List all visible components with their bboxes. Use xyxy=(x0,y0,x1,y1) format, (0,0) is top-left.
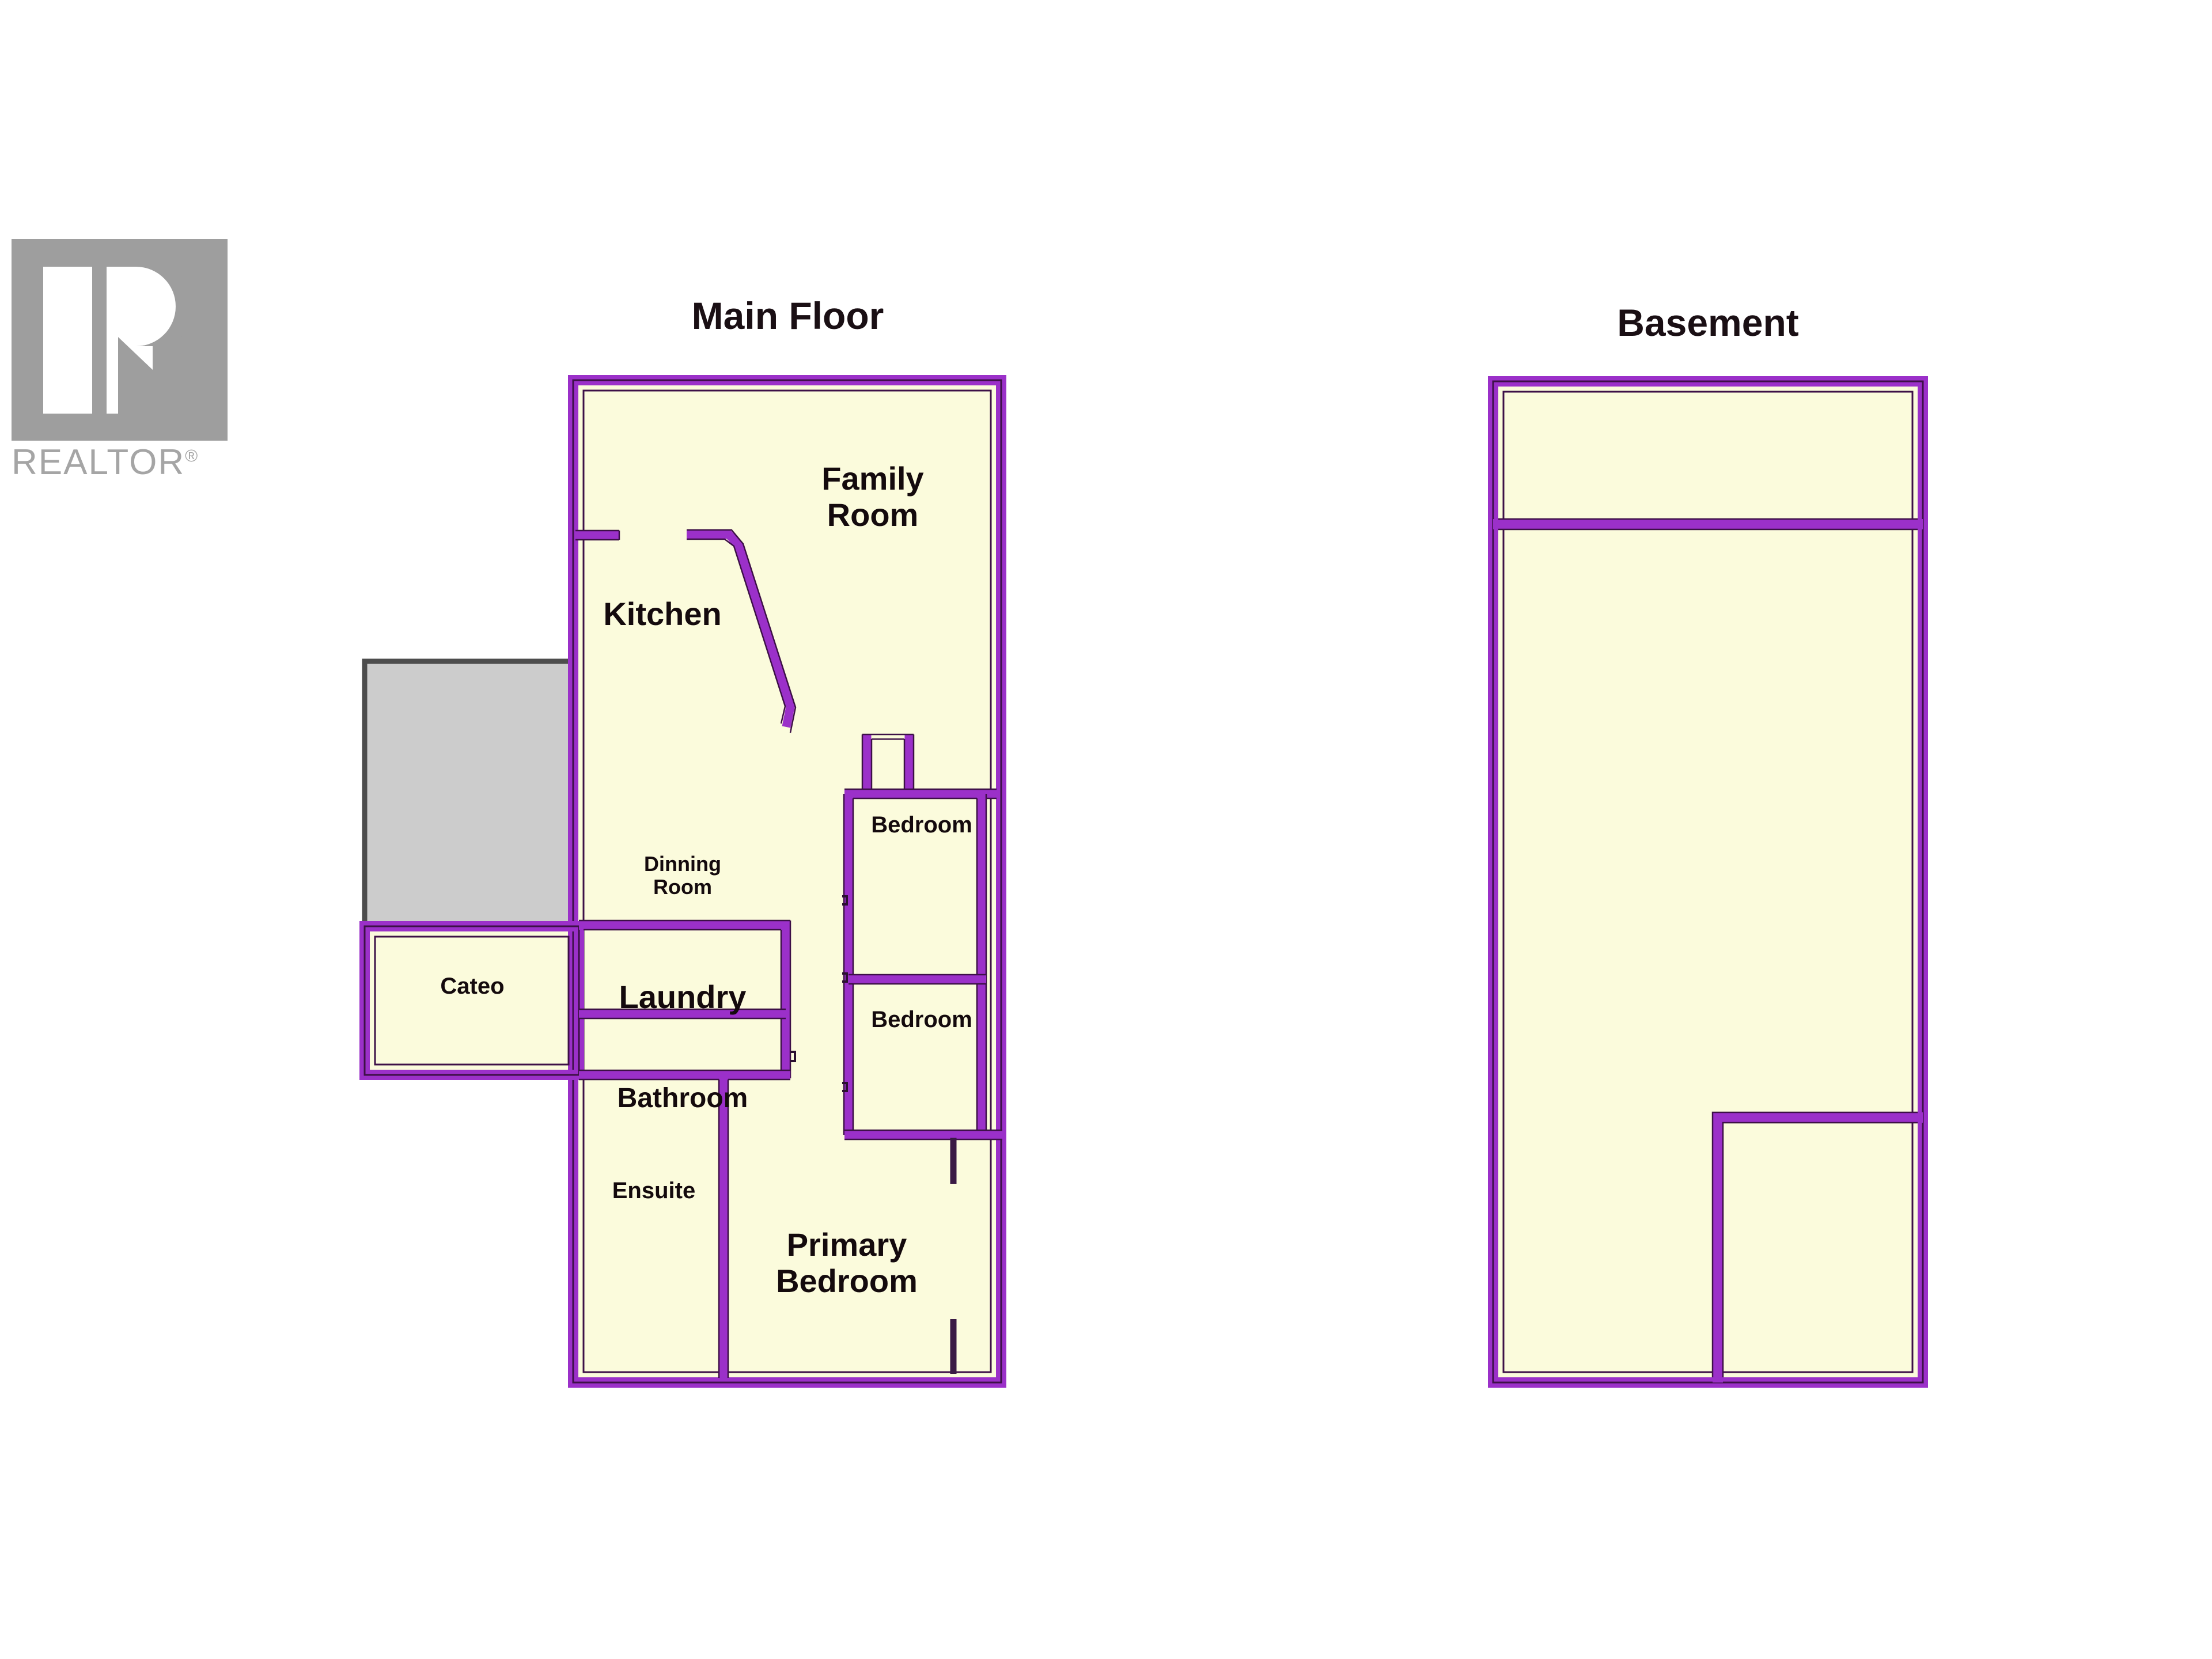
realtor-logo: REALTOR® xyxy=(12,239,242,516)
main-floor-title: Main Floor xyxy=(691,294,884,337)
basement-exterior-wall-inner-outline xyxy=(1502,391,1914,1373)
cateo-fill xyxy=(365,926,579,1075)
basement-plan xyxy=(1488,376,1928,1388)
realtor-logo-icon xyxy=(12,239,228,441)
registered-trademark-icon: ® xyxy=(185,446,199,466)
main-floor-body-fill xyxy=(573,380,1001,1382)
cateo-wall-inner-outline xyxy=(374,935,570,1066)
realtor-logo-r-bowl xyxy=(118,267,196,346)
cateo-wall-outline xyxy=(363,925,580,1076)
main-floor-plan xyxy=(359,375,1006,1388)
basement-lower-partition-wall xyxy=(1711,1111,1923,1382)
ensuite-primary-divider-wall xyxy=(718,1075,729,1378)
realtor-logo-bar xyxy=(43,267,92,414)
bedroom-block-walls xyxy=(843,788,1002,1141)
realtor-wordmark-text: REALTOR xyxy=(12,442,185,482)
main-floor-exterior-wall-outline xyxy=(572,379,1002,1384)
main-floor-exterior-wall-inner-outline xyxy=(582,389,992,1373)
realtor-wordmark: REALTOR® xyxy=(12,442,199,483)
basement-exterior-wall-outline xyxy=(1492,380,1924,1384)
basement-title: Basement xyxy=(1617,301,1799,344)
kitchen-family-divider-wall xyxy=(687,529,797,733)
basement-body-fill xyxy=(1493,381,1923,1382)
kitchen-stub-wall xyxy=(575,529,620,541)
garage-area xyxy=(362,658,584,929)
basement-upper-divider-wall xyxy=(1493,518,1923,531)
bedroom-door-marks xyxy=(842,895,848,1092)
laundry-bathroom-walls xyxy=(579,919,796,1081)
